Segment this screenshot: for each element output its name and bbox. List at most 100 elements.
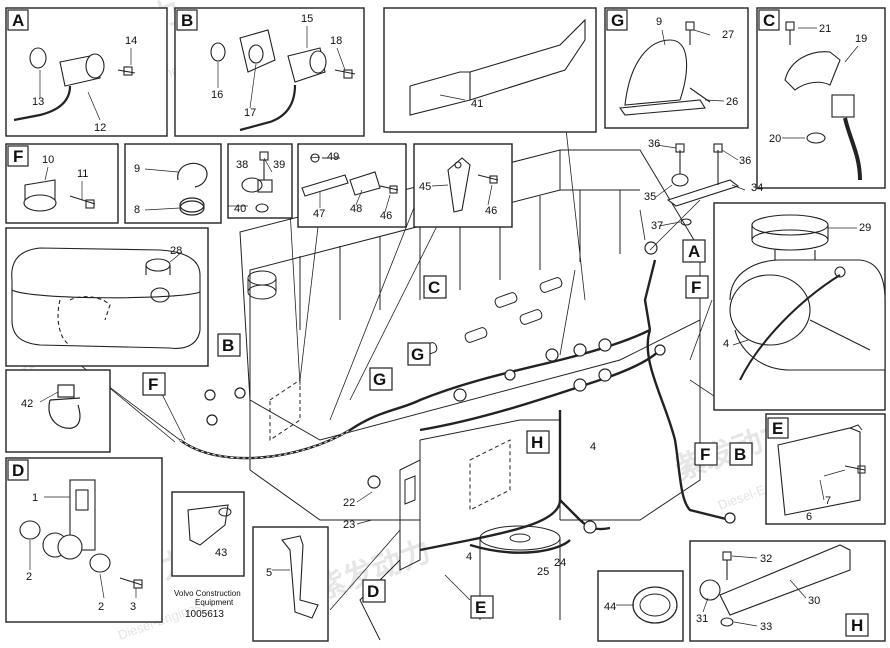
callout-39: 39 [273,159,285,171]
callout-31: 31 [696,613,708,625]
callout-42: 42 [21,398,33,410]
harness-connectors [204,241,736,534]
callout-46: 46 [380,210,392,222]
panel-label-c [758,9,780,31]
callout-49: 49 [327,151,339,163]
callout-22: 22 [343,497,355,509]
callout-5: 5 [266,567,272,579]
callout-25: 25 [537,566,549,578]
detail-panel-42 [5,369,111,453]
callout-14: 14 [125,35,137,47]
callout-45: 45 [419,181,431,193]
callout-8: 8 [134,204,140,216]
callout-2-b: 2 [98,601,104,613]
callout-34: 34 [751,182,763,194]
pointer-d: D [367,582,379,601]
callout-36: 36 [648,138,660,150]
callout-24: 24 [554,557,566,569]
callout-17: 17 [244,107,256,119]
callout-27: 27 [722,29,734,41]
callout-9: 9 [656,16,662,28]
callout-46-b: 46 [485,205,497,217]
panel-letter-h: H [851,616,863,635]
pointer-e: E [475,598,486,617]
panel-letter-f: F [13,147,23,166]
panel-letter-d: D [12,461,24,480]
callout-40: 40 [234,203,246,215]
callout-23: 23 [343,519,355,531]
callout-26: 26 [726,96,738,108]
panel-label-e [767,417,789,439]
callout-12: 12 [94,122,106,134]
pointer-c: C [428,278,440,297]
callout-37: 37 [651,220,663,232]
callout-28: 28 [170,245,182,257]
callout-1: 1 [32,492,38,504]
panel-label-d [7,459,29,481]
callout-4: 4 [590,441,596,453]
pointer-f: F [691,278,701,297]
callout-36-b: 36 [739,155,751,167]
wiring-harness [179,259,731,554]
detail-panel-tank [5,227,209,367]
callout-10: 10 [42,154,54,166]
pointer-g: G [373,370,386,389]
callout-30: 30 [808,595,820,607]
leader-lines [79,29,736,611]
callout-16: 16 [211,89,223,101]
callout-32: 32 [760,553,772,565]
pointer-f: F [148,375,158,394]
detail-panel-45-46 [413,143,513,228]
callout-13: 13 [32,96,44,108]
detail-panel-d [5,457,163,623]
callout-15: 15 [301,13,313,25]
callout-38: 38 [236,159,248,171]
callout-47: 47 [313,208,325,220]
callout-43: 43 [215,547,227,559]
detail-panel-46-49 [297,143,407,228]
callout-29: 29 [859,222,871,234]
panel-letter-c: C [763,11,775,30]
callout-18: 18 [330,35,342,47]
detail-panel-a [5,7,168,137]
callout-9-b: 9 [134,163,140,175]
pointer-b: B [734,445,746,464]
detail-panel-43 [171,491,245,577]
callout-19: 19 [855,33,867,45]
callout-20: 20 [769,133,781,145]
callout-4-b: 4 [466,551,472,563]
pointer-b: B [222,336,234,355]
callout-2: 2 [26,571,32,583]
figure-id: 1005613 [185,609,224,620]
bracket-34-37 [666,143,740,226]
detail-panel-c [756,7,886,189]
detail-panel-g [604,7,749,129]
panel-letter-a: A [12,11,24,30]
detail-panel-44 [597,570,684,642]
pointer-labels: A F C B G G F H F B D E [142,239,753,619]
callout-4-air: 4 [723,338,729,350]
panel-label-a [7,9,29,31]
panel-label-g [606,9,628,31]
callout-41: 41 [471,98,483,110]
pointer-f: F [700,445,710,464]
callout-6: 6 [806,511,812,523]
detail-panel-38-40 [227,143,293,219]
panel-label-h [845,613,869,637]
callout-21: 21 [819,23,831,35]
pointer-g: G [411,345,424,364]
detail-panel-b [174,7,365,137]
detail-panel-41 [383,7,597,133]
detail-panel-5 [252,526,329,642]
detail-panel-clips [124,143,222,224]
pointer-h: H [531,433,543,452]
caption-line-1: Volvo Construction [174,589,241,598]
callout-44: 44 [604,601,616,613]
callout-leaders [29,26,859,627]
callout-33: 33 [760,621,772,633]
callout-numbers: 14 13 12 15 18 16 17 41 9 27 26 21 19 20… [21,13,871,633]
callout-3: 3 [130,601,136,613]
panel-label-f [7,145,29,167]
detail-panel-air-intake [713,202,886,411]
